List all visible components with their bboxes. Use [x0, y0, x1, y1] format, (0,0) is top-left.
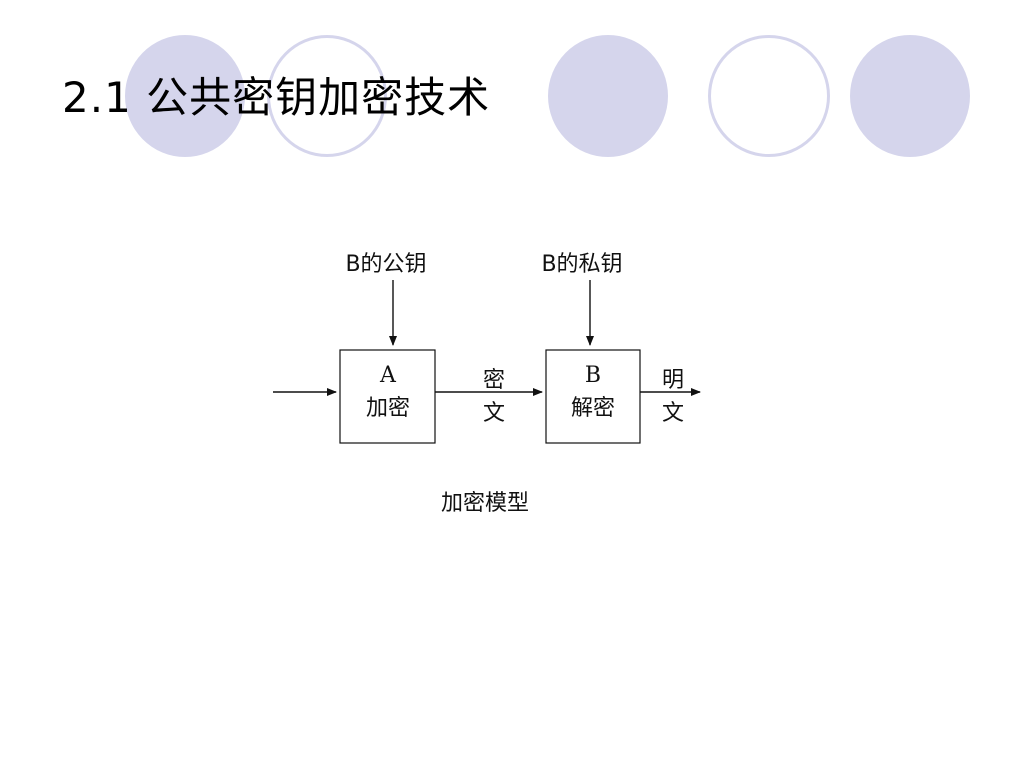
plaintext-label-top: 明	[662, 368, 684, 393]
decorative-circle-outline	[708, 35, 830, 157]
diagram-caption: 加密模型	[441, 491, 529, 516]
encrypt-box-a	[339, 349, 436, 444]
private-key-label: B的私钥	[541, 252, 622, 277]
decorative-circle-filled	[548, 35, 668, 157]
decorative-circle-outline	[267, 35, 387, 157]
ciphertext-label-bottom: 文	[483, 401, 505, 426]
box-b-party: B	[585, 363, 601, 388]
public-key-label: B的公钥	[345, 252, 426, 277]
ciphertext-label-top: 密	[483, 368, 505, 393]
decorative-circle-filled	[850, 35, 970, 157]
slide-title: 2.1 公共密钥加密技术	[62, 73, 491, 122]
plaintext-label-bottom: 文	[662, 401, 684, 426]
decrypt-box-b	[545, 349, 641, 444]
box-a-action: 加密	[366, 396, 410, 421]
box-a-party: A	[379, 363, 397, 388]
decorative-circle-filled	[125, 35, 245, 157]
box-b-action: 解密	[571, 396, 615, 421]
